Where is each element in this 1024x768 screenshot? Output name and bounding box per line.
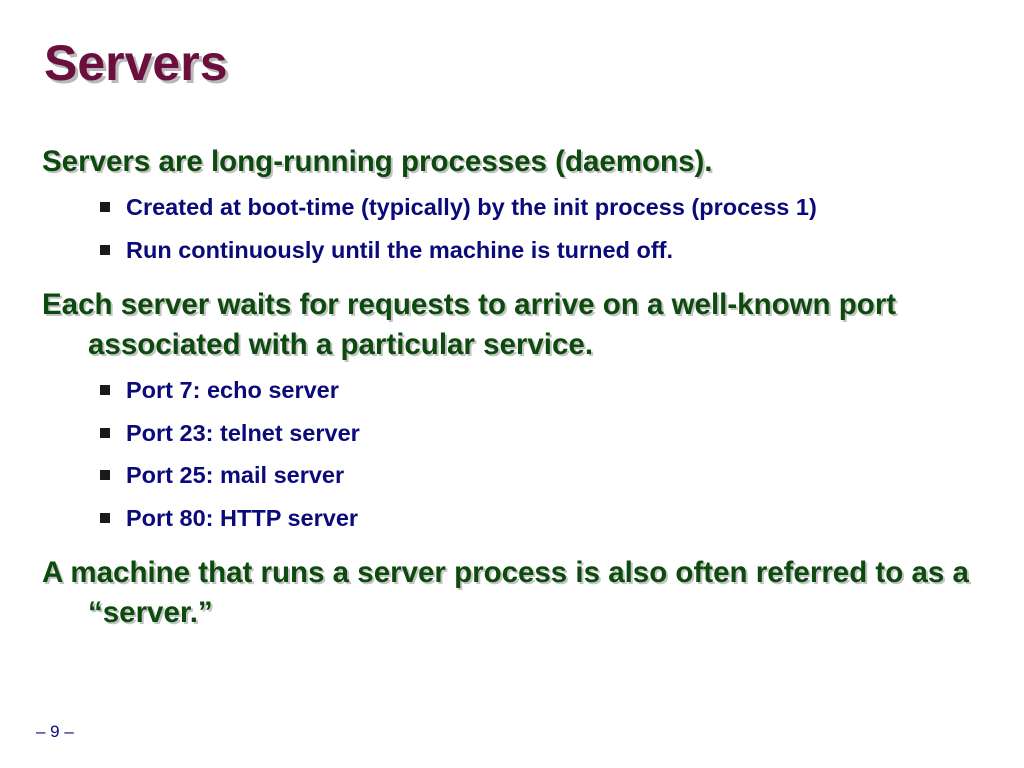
point-1-subpoints: Created at boot-time (typically) by the … [42, 186, 982, 271]
point-2-subpoints: Port 7: echo server Port 23: telnet serv… [42, 369, 982, 539]
point-2: Each server waits for requests to arrive… [42, 288, 897, 361]
subpoint-2-4: Port 80: HTTP server [42, 497, 982, 540]
subpoint-2-1: Port 7: echo server [42, 369, 982, 412]
subpoint-text: Port 23: telnet server [126, 419, 360, 446]
square-bullet-icon [100, 385, 110, 395]
subpoint-text: Run continuously until the machine is tu… [126, 236, 674, 263]
square-bullet-icon [100, 202, 110, 212]
square-bullet-icon [100, 427, 110, 438]
page-number: – 9 – [36, 722, 74, 741]
point-3: A machine that runs a server process is … [42, 556, 969, 629]
subpoint-text: Port 25: mail server [126, 462, 345, 488]
subpoint-text: Created at boot-time (typically) by the … [126, 194, 817, 220]
slide-title: Servers [44, 35, 228, 91]
subpoint-1-1: Created at boot-time (typically) by the … [42, 186, 982, 229]
subpoint-2-2: Port 23: telnet server [42, 412, 982, 455]
subpoint-1-2: Run continuously until the machine is tu… [42, 229, 982, 272]
square-bullet-icon [100, 470, 110, 480]
subpoint-text: Port 80: HTTP server [126, 504, 359, 531]
subpoint-2-3: Port 25: mail server [42, 454, 982, 497]
slide-content: Servers are long-running processes (daem… [42, 142, 982, 633]
square-bullet-icon [100, 244, 110, 255]
point-1: Servers are long-running processes (daem… [42, 145, 713, 178]
square-bullet-icon [100, 512, 110, 523]
subpoint-text: Port 7: echo server [126, 377, 339, 403]
